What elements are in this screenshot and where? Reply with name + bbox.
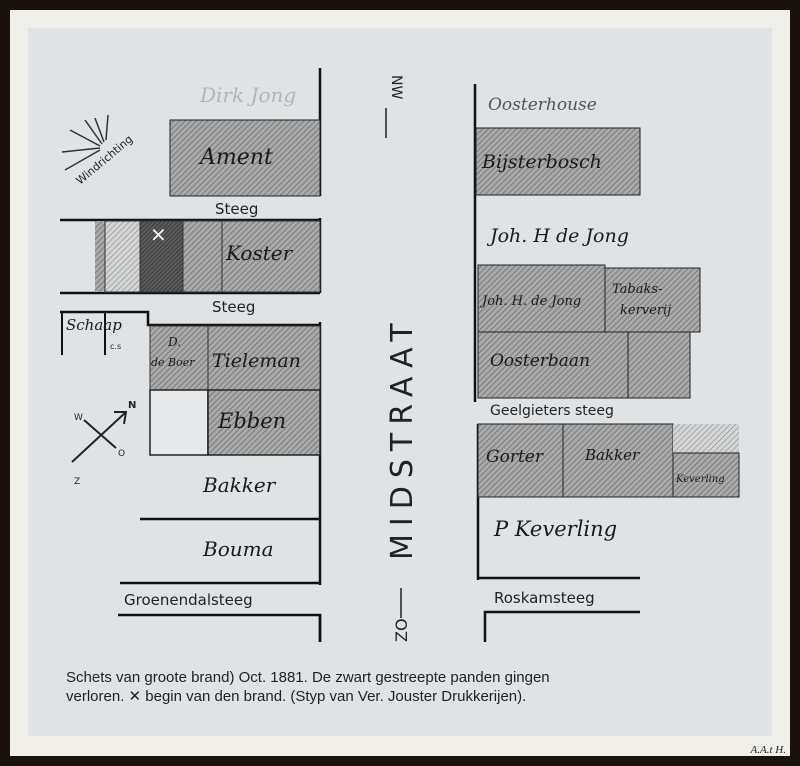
name-bakker-west: Bakker	[202, 473, 277, 497]
name-kerverij: kerverij	[620, 303, 671, 318]
name-p-keverling: P Keverling	[493, 517, 617, 541]
name-gorter: Gorter	[486, 447, 544, 467]
building-fire-origin	[139, 220, 184, 293]
name-koster: Koster	[225, 241, 294, 265]
photographer-signature: A.A.t H.	[750, 744, 786, 756]
building-strip-1	[95, 221, 105, 292]
building-oosterbaan	[477, 331, 629, 399]
name-tieleman: Tieleman	[212, 350, 301, 372]
name-bouma: Bouma	[202, 537, 274, 561]
name-joh-de-jong: Joh. H de Jong	[486, 225, 629, 247]
name-oosterbaan: Oosterbaan	[490, 351, 590, 371]
name-ebben: Ebben	[217, 409, 286, 433]
caption-line-1: Schets van groote brand) Oct. 1881. De z…	[66, 669, 550, 686]
name-bijsterbosch: Bijsterbosch	[481, 151, 602, 173]
name-bakker-east: Bakker	[584, 446, 640, 464]
direction-nw: NW	[388, 75, 404, 99]
street-steeg-2: Steeg	[212, 298, 255, 316]
compass-rose-icon	[71, 411, 128, 463]
building-koster	[221, 220, 321, 293]
building-gorter	[477, 423, 564, 498]
street-geelgieters-steeg: Geelgieters steeg	[490, 403, 614, 419]
building-ament	[169, 119, 321, 197]
building-bakker-east	[562, 423, 674, 498]
faded-name-east: Oosterhouse	[488, 95, 597, 115]
building-strip-2	[104, 220, 141, 293]
compass-z: Z	[74, 477, 80, 487]
building-keverling	[672, 452, 740, 498]
building-keverling-annex	[673, 424, 739, 453]
building-de-boer	[149, 325, 209, 391]
building-bijsterbosch	[475, 127, 641, 196]
name-ament: Ament	[198, 145, 273, 170]
building-tieleman	[207, 325, 321, 391]
building-ebben	[207, 389, 321, 456]
map-caption: Schets van groote brand) Oct. 1881. De z…	[66, 668, 766, 706]
building-empty	[149, 389, 209, 456]
street-midstraat: MIDSTRAAT	[385, 315, 420, 560]
compass-n: N	[128, 400, 136, 411]
caption-line-2: verloren. ✕ begin van den brand. (Styp v…	[66, 688, 527, 705]
name-tabaks: Tabaks-	[612, 282, 662, 297]
compass-w: W	[74, 413, 83, 423]
name-joh-de-jong-small: Joh. H. de Jong	[479, 294, 581, 309]
name-schaap-cs: c.s	[110, 342, 121, 351]
street-groenendalsteeg: Groenendalsteeg	[124, 591, 253, 609]
street-steeg-1: Steeg	[215, 200, 258, 218]
fire-origin-marker: ✕	[150, 223, 167, 247]
name-de-boer-1: D.	[167, 335, 181, 349]
building-strip-4	[182, 220, 223, 293]
street-roskamsteeg: Roskamsteeg	[494, 589, 595, 607]
building-oosterbaan-annex	[627, 331, 691, 399]
faded-name-west: Dirk Jong	[199, 83, 296, 107]
name-schaap: Schaap	[66, 316, 122, 334]
building-tabakskerverij	[604, 267, 701, 333]
compass-o: O	[118, 449, 125, 459]
wind-direction-icon	[61, 114, 109, 171]
name-keverling-small: Keverling	[675, 474, 725, 485]
name-de-boer-2: de Boer	[151, 356, 195, 369]
direction-zo: ZO	[392, 618, 411, 642]
building-joh-de-jong	[477, 264, 606, 333]
